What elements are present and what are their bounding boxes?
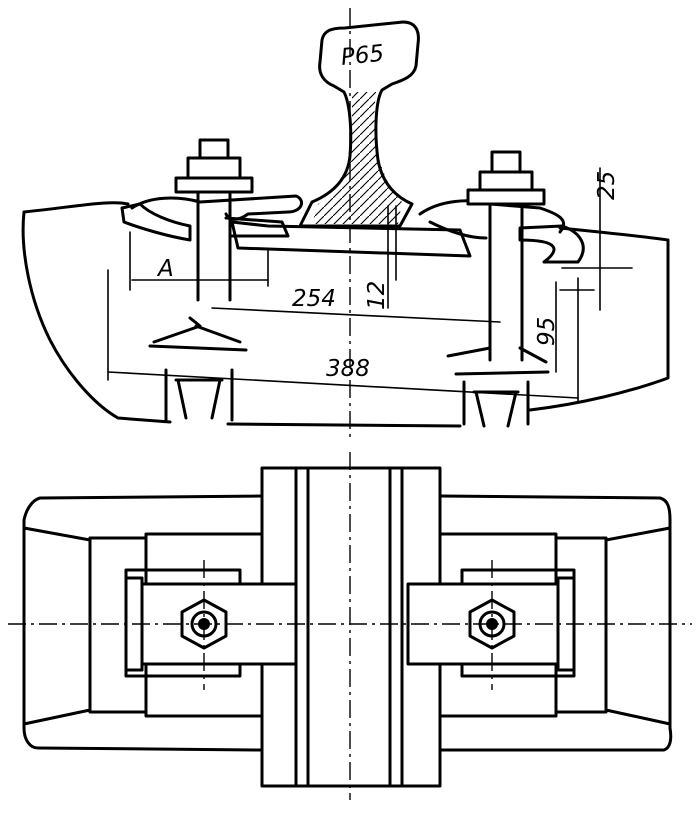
dim-pad-spacing: 254: [292, 286, 336, 312]
sleeper-outline: [21, 201, 670, 428]
right-bolt: [446, 150, 550, 428]
rail-type-text: P65: [340, 41, 386, 71]
rail-type-label: P65: [340, 41, 386, 71]
cross-section-view: [21, 8, 670, 440]
dim-top-offset: 25: [594, 171, 620, 200]
dim-plate-width: 388: [326, 356, 370, 382]
right-spring-clip: [418, 199, 566, 240]
plan-outer-outline: [22, 494, 673, 752]
left-base-plate: [120, 202, 192, 242]
dim-bolt-depth: 95: [534, 317, 560, 346]
left-clip-lower: [224, 216, 290, 238]
dimension-lines: [107, 167, 633, 403]
rail-pad: [230, 220, 472, 258]
rail-web-hatch: [312, 92, 402, 224]
right-base-plate: [518, 224, 585, 264]
plan-inner-right-bevel: [604, 526, 672, 726]
dim-pad-thickness: 12: [364, 281, 390, 310]
plan-inner-left-bevel: [22, 526, 92, 726]
section-label-a: A: [156, 256, 174, 282]
left-bolt: [148, 138, 254, 422]
plan-view: [8, 452, 692, 800]
